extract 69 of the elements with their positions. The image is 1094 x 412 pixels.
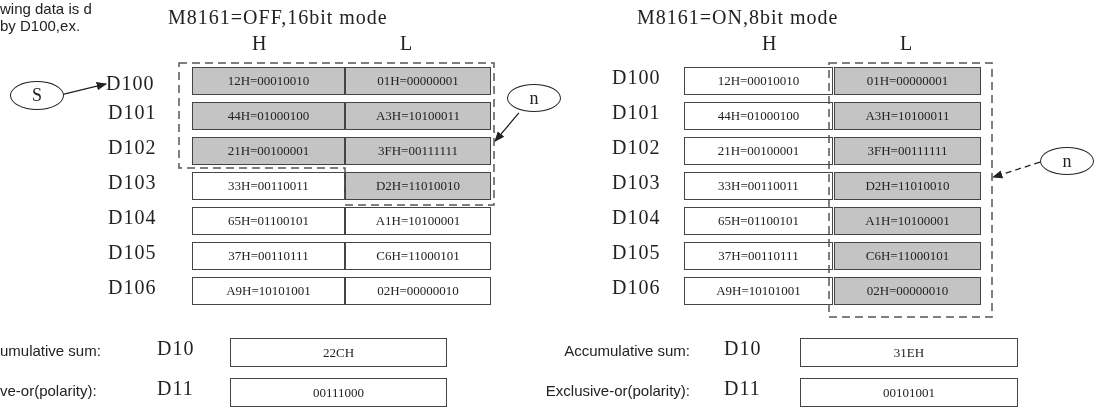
register-cell: D2H=11010010 bbox=[345, 172, 491, 200]
register-cell: 44H=01000100 bbox=[684, 102, 833, 130]
result-box: 31EH bbox=[800, 338, 1018, 367]
register-name: D104 bbox=[612, 206, 661, 229]
register-cell: 01H=00000001 bbox=[834, 67, 981, 95]
note-text: wing data is d by D100,ex. bbox=[0, 0, 93, 34]
register-name: D104 bbox=[108, 206, 157, 229]
register-cell: A1H=10100001 bbox=[834, 207, 981, 235]
result-box: 22CH bbox=[230, 338, 447, 367]
register-name: D102 bbox=[108, 136, 157, 159]
result-box: 00111000 bbox=[230, 378, 447, 407]
column-heading: H bbox=[252, 32, 268, 55]
column-heading: L bbox=[400, 32, 414, 55]
register-cell: 65H=01100101 bbox=[684, 207, 833, 235]
row-caption: umulative sum: bbox=[0, 342, 101, 359]
register-cell: 12H=00010010 bbox=[684, 67, 833, 95]
register-cell: C6H=11000101 bbox=[345, 242, 491, 270]
arrow bbox=[63, 82, 107, 95]
register-name: D101 bbox=[108, 101, 157, 124]
mode-title: M8161=ON,8bit mode bbox=[637, 6, 839, 29]
register-name: D102 bbox=[612, 136, 661, 159]
ellipse-node: n bbox=[507, 84, 561, 112]
register-cell: 33H=00110011 bbox=[684, 172, 833, 200]
register-name: D103 bbox=[108, 171, 157, 194]
dashed-region bbox=[178, 62, 495, 206]
row-caption: Accumulative sum: bbox=[563, 342, 690, 359]
register-name: D105 bbox=[612, 241, 661, 264]
register-cell: 02H=00000010 bbox=[345, 277, 491, 305]
ellipse-node: S bbox=[10, 81, 64, 110]
result-box: 00101001 bbox=[800, 378, 1018, 407]
column-heading: H bbox=[762, 32, 778, 55]
column-heading: L bbox=[900, 32, 914, 55]
arrow bbox=[494, 112, 520, 142]
register-cell: 02H=00000010 bbox=[834, 277, 981, 305]
register-cell: A9H=10101001 bbox=[684, 277, 833, 305]
register-name: D11 bbox=[157, 377, 194, 400]
register-name: D101 bbox=[612, 101, 661, 124]
register-name: D103 bbox=[612, 171, 661, 194]
register-cell: 21H=00100001 bbox=[684, 137, 833, 165]
register-name: D11 bbox=[724, 377, 761, 400]
register-cell: A3H=10100011 bbox=[345, 102, 491, 130]
register-name: D100 bbox=[612, 66, 661, 89]
register-cell: 65H=01100101 bbox=[192, 207, 345, 235]
register-cell: 44H=01000100 bbox=[192, 102, 345, 130]
register-cell: A1H=10100001 bbox=[345, 207, 491, 235]
register-cell: C6H=11000101 bbox=[834, 242, 981, 270]
ellipse-node: n bbox=[1040, 147, 1094, 175]
register-cell: A3H=10100011 bbox=[834, 102, 981, 130]
register-name: D106 bbox=[612, 276, 661, 299]
row-caption: ve-or(polarity): bbox=[0, 382, 97, 399]
register-name: D10 bbox=[724, 337, 762, 360]
arrow bbox=[992, 161, 1041, 179]
row-caption: Exclusive-or(polarity): bbox=[544, 382, 690, 399]
dashed-region bbox=[828, 62, 993, 318]
register-cell: 3FH=00111111 bbox=[345, 137, 491, 165]
mode-title: M8161=OFF,16bit mode bbox=[168, 6, 388, 29]
register-name: D100 bbox=[106, 68, 172, 98]
register-cell: D2H=11010010 bbox=[834, 172, 981, 200]
register-cell: 33H=00110011 bbox=[192, 172, 345, 200]
register-cell: 01H=00000001 bbox=[345, 67, 491, 95]
register-cell: A9H=10101001 bbox=[192, 277, 345, 305]
register-name: D106 bbox=[108, 276, 157, 299]
register-cell: 21H=00100001 bbox=[192, 137, 345, 165]
register-cell: 37H=00110111 bbox=[684, 242, 833, 270]
register-cell: 3FH=00111111 bbox=[834, 137, 981, 165]
register-name: D105 bbox=[108, 241, 157, 264]
register-cell: 37H=00110111 bbox=[192, 242, 345, 270]
register-name: D10 bbox=[157, 337, 195, 360]
register-cell: 12H=00010010 bbox=[192, 67, 345, 95]
